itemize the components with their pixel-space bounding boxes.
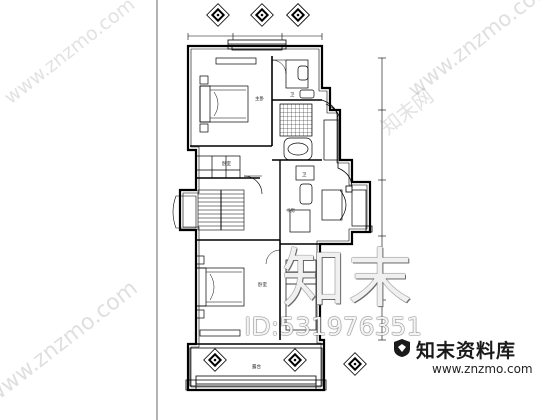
logo-url: www.znzmo.com	[432, 362, 533, 376]
column-marker-top-1	[206, 3, 230, 27]
logo-name: 知末资料库	[416, 340, 517, 362]
column-marker-bottom-3	[343, 352, 367, 376]
bottom-terrace	[185, 343, 327, 391]
top-bathroom	[272, 59, 322, 161]
room-label-bath-mid: 卫	[302, 172, 307, 178]
room-label-study: 书房	[286, 207, 295, 214]
logo-mark-icon	[394, 339, 410, 357]
top-bay-window	[227, 39, 287, 51]
column-marker-top-2	[250, 3, 274, 27]
room-label-terrace: 露台	[252, 363, 261, 370]
room-label-bedroom: 卧室	[258, 281, 267, 288]
right-balcony	[321, 99, 373, 233]
master-bedroom	[190, 56, 287, 147]
room-label-master: 主卧	[255, 95, 264, 102]
middle-right-rooms	[272, 119, 367, 245]
column-marker-bottom-1	[203, 348, 227, 372]
lower-bedroom	[195, 239, 317, 340]
right-dimension-line	[378, 57, 386, 341]
watermark-brand-large: 知末	[282, 243, 414, 317]
watermark-id: ID:531976351	[244, 312, 423, 341]
column-marker-top-4	[286, 3, 310, 27]
top-dimension-line	[187, 33, 323, 40]
room-label-bath-top: 卫	[290, 92, 295, 98]
staircase	[172, 175, 263, 231]
column-marker-bottom-2	[283, 348, 307, 372]
closet-area	[195, 155, 260, 179]
brand-logo: 知末资料库 www.znzmo.com	[392, 336, 558, 376]
room-label-closet: 卧室	[222, 160, 231, 167]
